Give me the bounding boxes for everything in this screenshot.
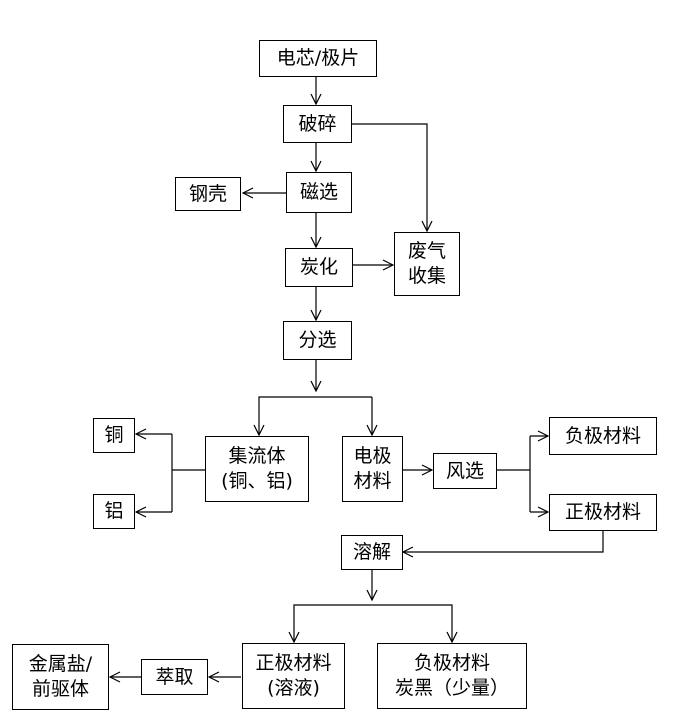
current-collector-node: 集流体 (铜、铝) [205,436,309,502]
steel-shell-node: 钢壳 [175,177,241,211]
sorting-node: 分选 [283,321,352,360]
arrow-split-to-anode-residue [372,604,452,642]
air-separation-node: 风选 [433,453,497,489]
cathode-solution-node: 正极材料 (溶液) [242,643,345,709]
exhaust-collection-node: 废气 收集 [394,232,460,296]
metal-salt-precursor-node: 金属盐/ 前驱体 [12,644,109,710]
cell-node: 电芯/极片 [259,40,377,77]
dissolve-node: 溶解 [341,535,403,570]
aluminum-node: 铝 [93,494,135,529]
extraction-node: 萃取 [141,659,208,695]
magnetic-separation-node: 磁选 [286,172,352,213]
arrow-cathode-to-dissolve [403,531,604,552]
crush-node: 破碎 [283,105,352,143]
arrow-split-to-collector [259,396,372,435]
anode-residue-node: 负极材料 炭黑（少量） [377,643,527,709]
copper-node: 铜 [93,418,135,453]
carbonize-node: 炭化 [285,248,353,287]
arrow-crush-to-exhaust [352,123,427,231]
anode-material-node: 负极材料 [549,417,657,455]
electrode-material-node: 电极 材料 [342,436,403,502]
cathode-material-node: 正极材料 [549,494,657,531]
arrow-split-to-cathode-solution [294,604,372,642]
